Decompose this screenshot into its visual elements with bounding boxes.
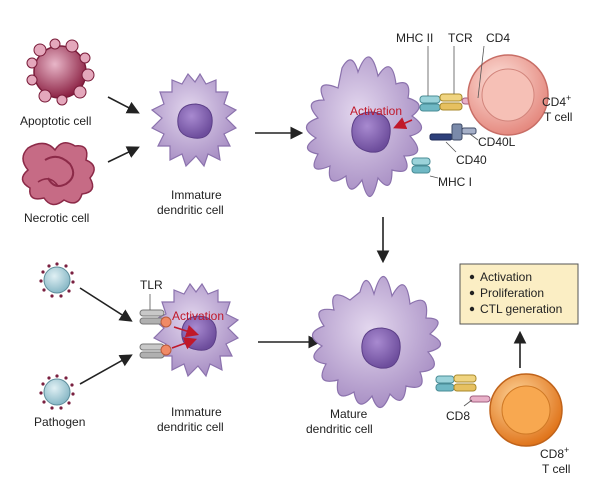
immature-dendritic-cell-bottom	[152, 282, 240, 378]
apoptotic-cell-label: Apoptotic cell	[20, 114, 91, 128]
activated-dendritic-cell-top	[305, 56, 423, 198]
immature-dc-bottom-label-1: Immature	[171, 405, 222, 419]
mature-dendritic-cell	[311, 275, 442, 409]
cd40-receptor	[429, 133, 453, 141]
necrotic-cell	[21, 142, 95, 206]
outcome-activation: Activation	[480, 270, 532, 284]
cd8-label: CD8	[446, 409, 470, 423]
tcr-receptor	[439, 93, 463, 111]
pathogen-bottom	[39, 374, 75, 410]
cd4-t-cell-label-1: CD4+	[542, 93, 571, 109]
mhc1-tcr-cd8-complex	[435, 374, 491, 403]
cd4-label: CD4	[486, 31, 510, 45]
apoptotic-cell	[26, 38, 95, 106]
cd4-t-cell	[467, 54, 549, 136]
cd40l-receptor	[451, 123, 477, 141]
outcome-box	[459, 263, 579, 325]
cd4-t-cell-label-2: T cell	[544, 110, 572, 124]
necrotic-cell-label: Necrotic cell	[24, 211, 89, 225]
mhc2-label: MHC II	[396, 31, 433, 45]
outcome-proliferation: Proliferation	[480, 286, 544, 300]
tlr-receptor-top	[139, 309, 172, 328]
cd40-label: CD40	[456, 153, 487, 167]
immature-dc-top-label-1: Immature	[171, 188, 222, 202]
pathogen-top	[39, 262, 75, 298]
tcr-label: TCR	[448, 31, 473, 45]
mature-dc-label-2: dendritic cell	[306, 422, 373, 436]
arrow-pathogen-top-to-dc	[79, 287, 133, 322]
immature-dc-top-label-2: dendritic cell	[157, 203, 224, 217]
activation-arrow-bottom-1	[173, 324, 200, 338]
immature-dc-bottom-label-2: dendritic cell	[157, 420, 224, 434]
activation-label-bottom: Activation	[172, 309, 224, 323]
cd8-t-cell-label-1: CD8+	[540, 445, 569, 461]
outcome-ctl-generation: CTL generation	[480, 302, 562, 316]
mhc2-receptor	[419, 95, 441, 112]
mature-dc-label-1: Mature	[330, 407, 368, 421]
cd40l-label: CD40L	[478, 135, 516, 149]
mhc1-label: MHC I	[438, 175, 472, 189]
cd8-t-cell	[489, 373, 563, 447]
activation-arrow-top	[393, 117, 413, 130]
tlr-label: TLR	[140, 278, 163, 292]
cd8-t-cell-label-2: T cell	[542, 462, 570, 476]
arrow-pathogen-bottom-to-dc	[79, 354, 133, 385]
mhc1-receptor	[411, 157, 431, 174]
immature-dendritic-cell-top	[150, 72, 238, 168]
pathogen-label: Pathogen	[34, 415, 85, 429]
activation-label-top: Activation	[350, 104, 402, 118]
activation-arrow-bottom-2	[171, 337, 198, 350]
arrow-apoptotic-to-dc	[107, 96, 140, 114]
arrow-necrotic-to-dc	[107, 146, 140, 163]
tlr-receptor-bottom	[139, 343, 172, 359]
